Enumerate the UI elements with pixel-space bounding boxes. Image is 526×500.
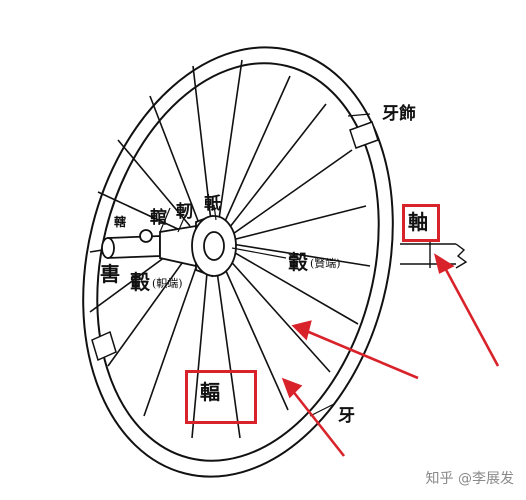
label-ya: 牙: [338, 406, 355, 426]
label-ren: 軔: [176, 202, 193, 222]
label-gu-xian-note: (賢端): [310, 257, 341, 270]
label-ya-shi: 牙飾: [382, 104, 416, 124]
label-gu-zhi: 轂: [130, 270, 150, 294]
label-zhou2: 軝: [204, 194, 221, 214]
label-gu-zhi-note: (軹端): [152, 277, 183, 290]
label-gu-xian: 轂: [288, 250, 308, 274]
label-zhou: 軸: [408, 210, 428, 234]
wheel-rim: [82, 46, 394, 478]
label-xia: 轄: [114, 215, 127, 229]
highlight-box-fu: [185, 370, 257, 424]
leader-lines: [159, 113, 371, 417]
axle-right: [400, 240, 468, 269]
label-guan: 輨: [150, 208, 167, 228]
wheel-spokes: [89, 59, 371, 439]
label-fu: 輻: [200, 380, 220, 404]
rim-ornaments: [91, 121, 379, 362]
highlight-box-zhou: [402, 204, 440, 242]
highlight-arrows: [281, 253, 500, 457]
label-wei: 軎: [100, 262, 120, 286]
hub-assembly: [101, 214, 237, 278]
watermark: 知乎 @李展发: [425, 471, 514, 487]
